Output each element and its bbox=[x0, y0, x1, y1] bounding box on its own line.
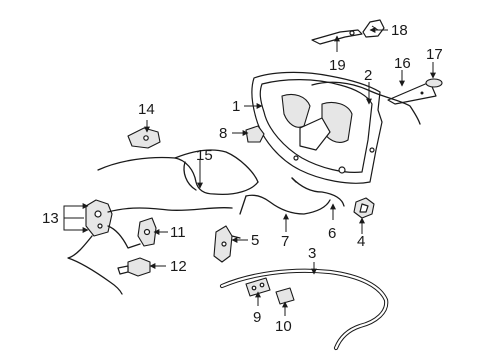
part-1-trunk-lid bbox=[251, 71, 383, 184]
part-8-clip bbox=[245, 125, 265, 143]
callout-2: 2 bbox=[364, 67, 372, 84]
part-15-cable bbox=[97, 149, 259, 196]
callout-18: 18 bbox=[391, 22, 408, 39]
callout-13: 13 bbox=[42, 210, 59, 227]
part-4-bumper bbox=[353, 197, 375, 219]
callout-10: 10 bbox=[275, 318, 292, 335]
part-18-bumper bbox=[362, 19, 385, 38]
part-3-weatherstrip bbox=[219, 268, 389, 351]
part-7-rod bbox=[239, 194, 331, 215]
part-16-pad bbox=[387, 81, 437, 105]
part-12-striker bbox=[117, 257, 151, 277]
callout-1: 1 bbox=[232, 98, 240, 115]
part-6-rod bbox=[291, 177, 345, 207]
part-5-bracket bbox=[213, 225, 241, 263]
callout-3: 3 bbox=[308, 245, 316, 262]
callout-4: 4 bbox=[357, 233, 365, 250]
callout-19: 19 bbox=[329, 57, 346, 74]
callout-12: 12 bbox=[170, 258, 187, 275]
part-13-latch-assembly bbox=[67, 199, 233, 295]
callout-6: 6 bbox=[328, 225, 336, 242]
part-9-hinge-plate bbox=[245, 277, 271, 297]
part-11-latch bbox=[137, 217, 157, 247]
part-2-rod bbox=[311, 81, 421, 125]
part-10-clip bbox=[275, 287, 295, 305]
callout-5: 5 bbox=[251, 232, 259, 249]
callout-17: 17 bbox=[426, 46, 443, 63]
callout-14: 14 bbox=[138, 101, 155, 118]
callout-9: 9 bbox=[253, 309, 261, 326]
leader-lines bbox=[63, 27, 436, 316]
callout-16: 16 bbox=[394, 55, 411, 72]
callout-15: 15 bbox=[196, 147, 213, 164]
part-14-bracket bbox=[127, 127, 161, 149]
callout-7: 7 bbox=[281, 233, 289, 250]
callout-11: 11 bbox=[170, 224, 186, 241]
part-17-plug bbox=[425, 78, 443, 88]
callout-8: 8 bbox=[219, 125, 227, 142]
callout-labels: 1 2 3 4 5 6 7 8 9 10 11 12 13 14 15 16 1… bbox=[42, 22, 443, 335]
